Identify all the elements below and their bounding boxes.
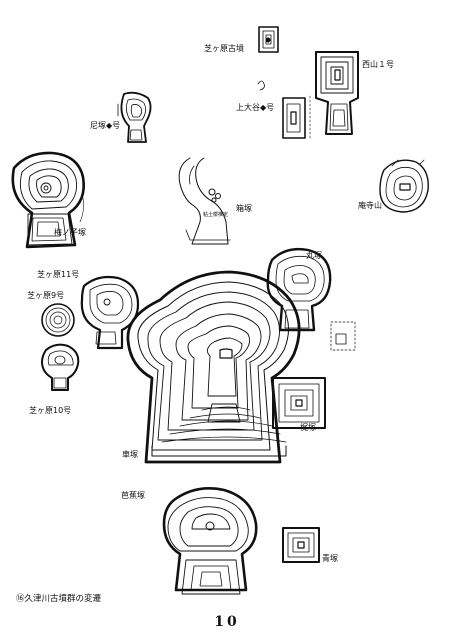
- page-number: 10: [214, 614, 240, 630]
- label-shibagahara10: 芝ヶ原10号: [29, 406, 72, 415]
- umenokozuka-plan: [11, 151, 85, 249]
- kurumazuka-plan: [126, 270, 301, 464]
- label-shibagahara11: 芝ヶ原11号: [37, 270, 80, 279]
- label-hakozuka: 箱塚: [236, 204, 252, 213]
- label-kurumazuka: 車塚: [122, 450, 138, 459]
- kamiootani-plan: [257, 80, 311, 141]
- label-bashozuka: 芭蕉塚: [121, 491, 145, 500]
- label-shibagahara-kofun: 芝ヶ原古墳: [204, 44, 244, 53]
- kajizuka-plan: [272, 377, 326, 429]
- bashozuka-plan: [162, 487, 258, 595]
- nishiyama1-plan: [315, 51, 359, 135]
- label-marutsuka: 丸塚: [306, 251, 322, 260]
- label-amatsuka: 尼塚◆号: [90, 121, 121, 130]
- figure-caption: ⑯久津川古墳群の変遷: [16, 594, 102, 604]
- label-kajizuka: 梶塚: [300, 423, 316, 432]
- shibagahara-kofun-plan: [258, 26, 279, 53]
- label-kamiootani: 上大谷◆号: [236, 103, 275, 112]
- label-anjiyama: 庵寺山: [358, 201, 382, 210]
- amatsuka-plan: [117, 91, 152, 143]
- shibagahara10-plan: [41, 343, 80, 391]
- hakozuka-plan: [178, 157, 231, 245]
- shibagahara11-plan: [80, 275, 140, 350]
- label-umenokozuka: 梅ノ子塚: [54, 228, 86, 237]
- marutsuka-plan: [266, 247, 356, 351]
- shibagahara9-plan: [41, 303, 75, 337]
- label-nendo-kaku: 粘土槨推定: [203, 212, 229, 218]
- label-shibagahara9: 芝ヶ原9号: [27, 291, 65, 300]
- aozuka-plan: [282, 527, 320, 563]
- label-nishiyama1: 西山１号: [362, 60, 394, 69]
- anjiyama-plan: [379, 159, 429, 213]
- label-aozuka: 青塚: [322, 554, 338, 563]
